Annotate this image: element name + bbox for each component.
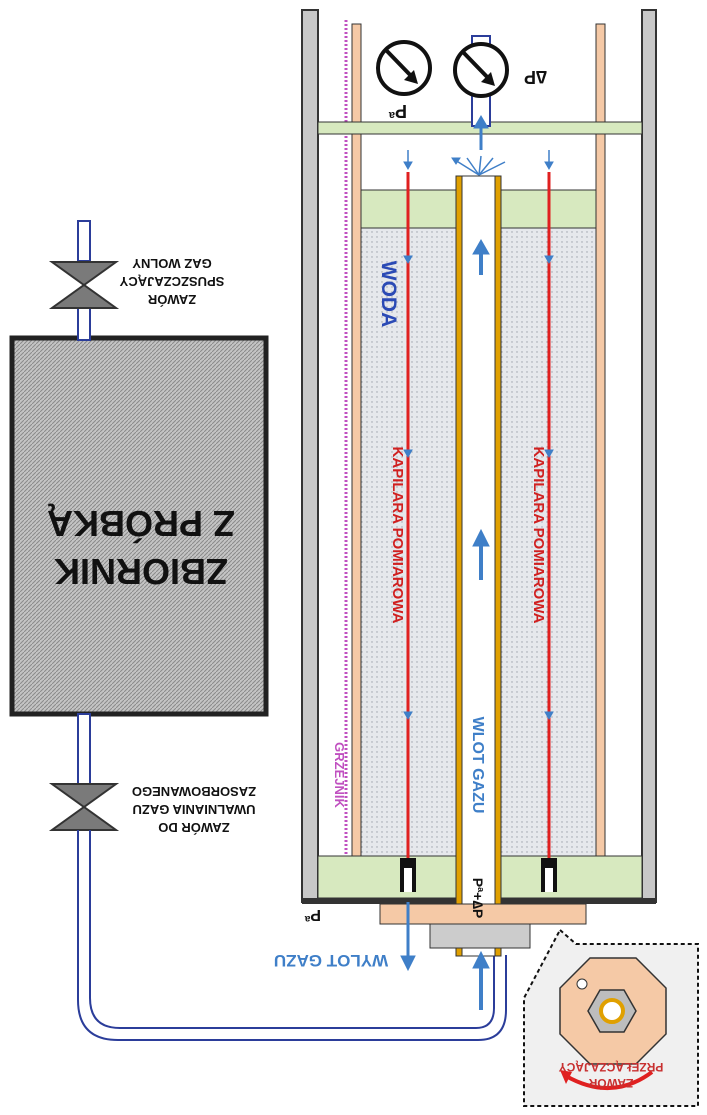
valve-icon[interactable] (48, 783, 120, 831)
switch-valve-icon[interactable] (559, 957, 667, 1065)
gas-outlet-label: WYLOT GAZU (274, 951, 388, 970)
flow-arrow-icon (400, 115, 554, 1010)
top-valve-assembly (48, 220, 120, 341)
valve-icon[interactable] (48, 261, 120, 309)
central-tube (455, 175, 502, 957)
bottom-valve-label-line3: ZASORBOWANEGO (132, 784, 256, 799)
capillary-left-label: KAPILARA POMIAROWA (389, 447, 406, 624)
pressure-gauge-icon (453, 42, 509, 98)
tank-label-line1: ZBIORNIK (54, 551, 228, 592)
delta-p-label: ∆P (524, 67, 547, 87)
top-valve-label-line2: SPUSZCZAJĄCY (119, 274, 224, 289)
switch-valve-label-line1: ZAWÓR (588, 1076, 633, 1091)
switch-valve-callout (523, 928, 699, 1107)
bottom-valve-label-line1: ZAWÓR DO (158, 820, 230, 835)
gas-inlet-label: WLOT GAZU (469, 717, 486, 814)
pressure-a-bottom-label: Pa (304, 906, 321, 924)
top-valve-label-line1: ZAWÓR (147, 292, 196, 307)
pressure-a-label: Pa (388, 101, 407, 121)
bottom-valve-label-line2: UWALNIANIA GAZU (132, 802, 255, 817)
capillary-right-label: KAPILARA POMIAROWA (530, 447, 547, 624)
column-apparatus (301, 9, 657, 957)
heater-label: GRZEJNIK (332, 742, 347, 808)
pressure-gauge-icon (376, 40, 432, 96)
top-valve-label-line3: GAZ WOLNY (132, 256, 212, 271)
inlet-pressure-label: Pa+∆P (470, 878, 486, 918)
switch-valve-label-line2: PRZEŁĄCZAJĄCY (559, 1060, 664, 1074)
sample-tank (9, 335, 269, 717)
tank-label-line2: Z PRÓBKĄ (47, 503, 235, 545)
bottom-valve-assembly (48, 713, 507, 1041)
water-label: WODA (377, 261, 400, 328)
